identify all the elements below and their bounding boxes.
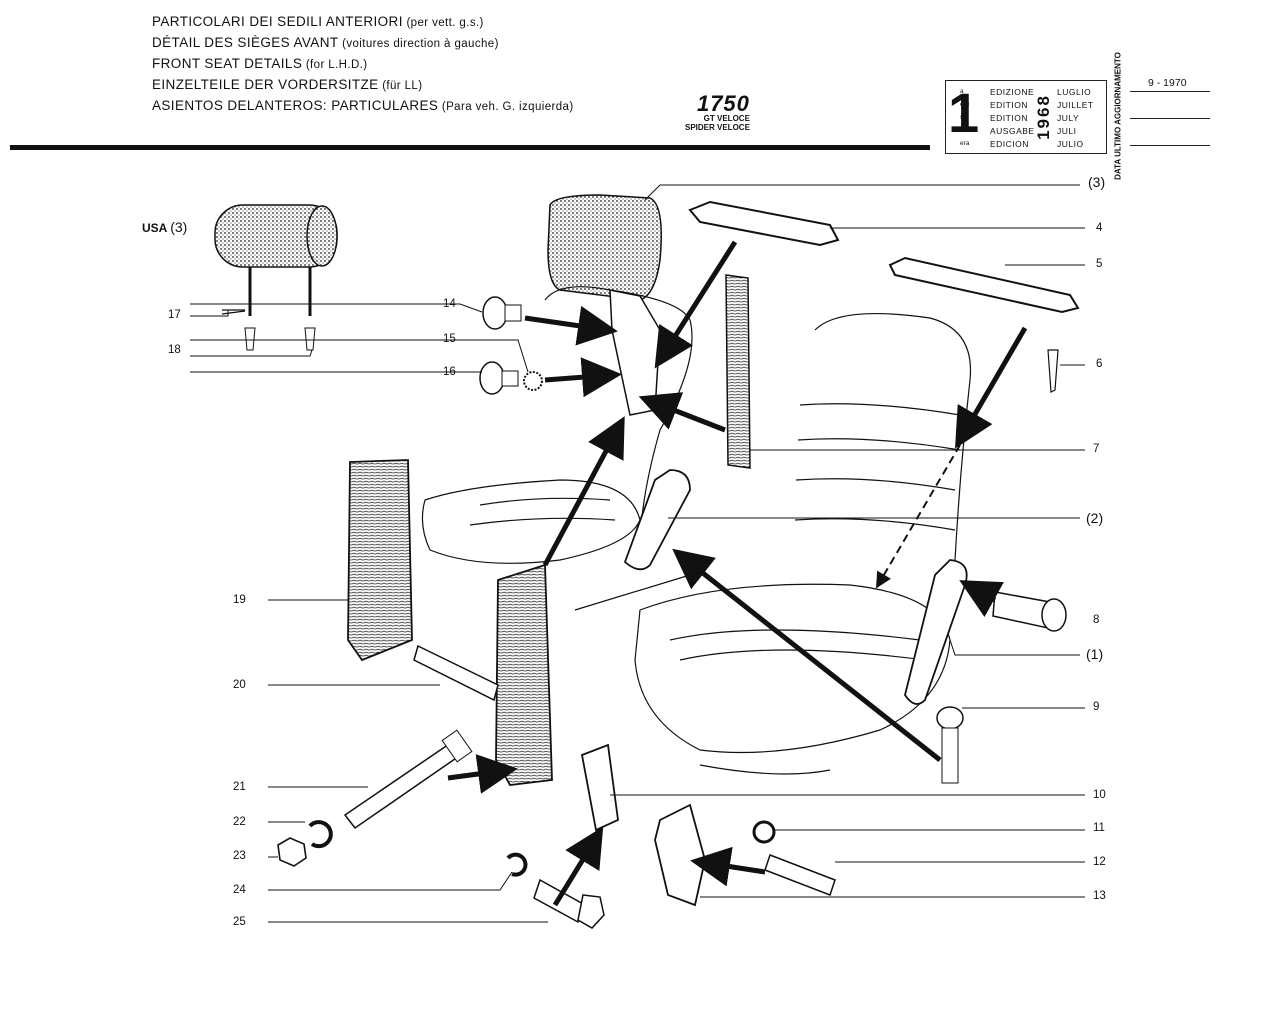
update-line [1130, 145, 1210, 146]
edition-numeral: 1 [948, 81, 980, 144]
seat-left [421, 286, 693, 611]
seat-right [634, 312, 972, 775]
title-english: FRONT SEAT DETAILS (for L.H.D.) [152, 56, 368, 71]
usa-headrest [214, 204, 338, 351]
callout-17: 17 [168, 309, 181, 321]
dashed-arrow [875, 444, 961, 589]
callout-7: 7 [1093, 443, 1100, 455]
edition-label: EDITION [990, 100, 1028, 110]
edition-month: JULI [1057, 126, 1077, 136]
edition-month: JULIO [1057, 139, 1084, 149]
edition-month: LUGLIO [1057, 87, 1092, 97]
headrest [547, 194, 662, 416]
model-number: 1750 [696, 91, 750, 116]
part-15-washer [523, 371, 543, 391]
model-variant-gt: GT VELOCE [703, 114, 750, 123]
part-24-washer [506, 852, 528, 877]
part-25-bolt [533, 878, 605, 929]
part-10-bracket [580, 743, 619, 832]
part-7-rack [725, 274, 751, 469]
update-line [1130, 118, 1210, 119]
callout-1: (1) [1086, 646, 1104, 662]
edition-suffix: a [960, 88, 964, 95]
part-22-washer [308, 820, 333, 849]
part-4-plate [688, 200, 840, 247]
callout-12: 12 [1093, 856, 1106, 868]
callout-10: 10 [1093, 789, 1106, 801]
header-rule [10, 145, 930, 150]
edition-label: EDICION [990, 139, 1029, 149]
part-9-screw [936, 706, 964, 784]
callout-15: 15 [443, 333, 456, 345]
edition-label: EDIZIONE [990, 87, 1035, 97]
callout-21: 21 [233, 781, 246, 793]
title-italian: PARTICOLARI DEI SEDILI ANTERIORI (per ve… [152, 14, 484, 29]
edition-month: JUILLET [1057, 100, 1094, 110]
edition-suffix: ère [960, 101, 970, 108]
part-12-bolt [764, 854, 836, 896]
edition-month: JULY [1057, 113, 1080, 123]
callout-3: (3) [1088, 174, 1106, 190]
leader-lines [190, 184, 1085, 923]
part-8-bolt [992, 591, 1067, 632]
part-20-shaft [413, 644, 499, 702]
callout-2: (2) [1086, 510, 1104, 526]
part-2-lever [623, 469, 691, 571]
title-block: PARTICOLARI DEI SEDILI ANTERIORI (per ve… [152, 12, 574, 117]
assembly-arrows [447, 240, 1028, 907]
part-13-knob [654, 803, 706, 907]
callout-22: 22 [233, 816, 246, 828]
callout-5: 5 [1096, 258, 1103, 270]
part-6-screw [1047, 349, 1059, 393]
part-16-bolt [479, 361, 519, 395]
edition-box: 1 a ère st e era EDIZIONE EDITION EDITIO… [945, 80, 1107, 154]
callout-20: 20 [233, 679, 246, 691]
seat-rail-block [495, 563, 553, 786]
model-label: 1750 GT VELOCE SPIDER VELOCE [685, 91, 750, 133]
part-5-plate [888, 256, 1080, 314]
title-french: DÉTAIL DES SIÈGES AVANT (voitures direct… [152, 35, 499, 50]
part-23-nut [277, 837, 307, 867]
callout-23: 23 [233, 850, 246, 862]
title-spanish: ASIENTOS DELANTEROS: PARTICULARES (Para … [152, 98, 574, 113]
edition-label: AUSGABE [990, 126, 1035, 136]
callout-13: 13 [1093, 890, 1106, 902]
edition-label: EDITION [990, 113, 1028, 123]
callout-11: 11 [1093, 822, 1105, 834]
callout-25: 25 [233, 916, 246, 928]
callout-18: 18 [168, 344, 181, 356]
part-14-bolt [482, 296, 522, 330]
callout-9: 9 [1093, 701, 1100, 713]
title-german: EINZELTEILE DER VORDERSITZE (für LL) [152, 77, 423, 92]
update-date: 9 - 1970 [1148, 77, 1187, 89]
edition-suffix: e [960, 127, 964, 134]
callout-4: 4 [1096, 222, 1103, 234]
update-line [1130, 91, 1210, 92]
callout-14: 14 [443, 298, 456, 310]
callout-6: 6 [1096, 358, 1103, 370]
callout-24: 24 [233, 884, 246, 896]
callout-16: 16 [443, 366, 456, 378]
part-19-block [347, 459, 413, 662]
edition-suffix: era [960, 140, 970, 147]
model-variant-spider: SPIDER VELOCE [685, 123, 750, 132]
part-1-lever [904, 559, 968, 705]
part-11-washer [752, 820, 776, 844]
part-21-bolt [343, 729, 473, 830]
usa-label: USA (3) [142, 219, 188, 235]
callout-8: 8 [1093, 614, 1100, 626]
edition-suffix: st [960, 114, 966, 121]
callout-19: 19 [233, 594, 246, 606]
